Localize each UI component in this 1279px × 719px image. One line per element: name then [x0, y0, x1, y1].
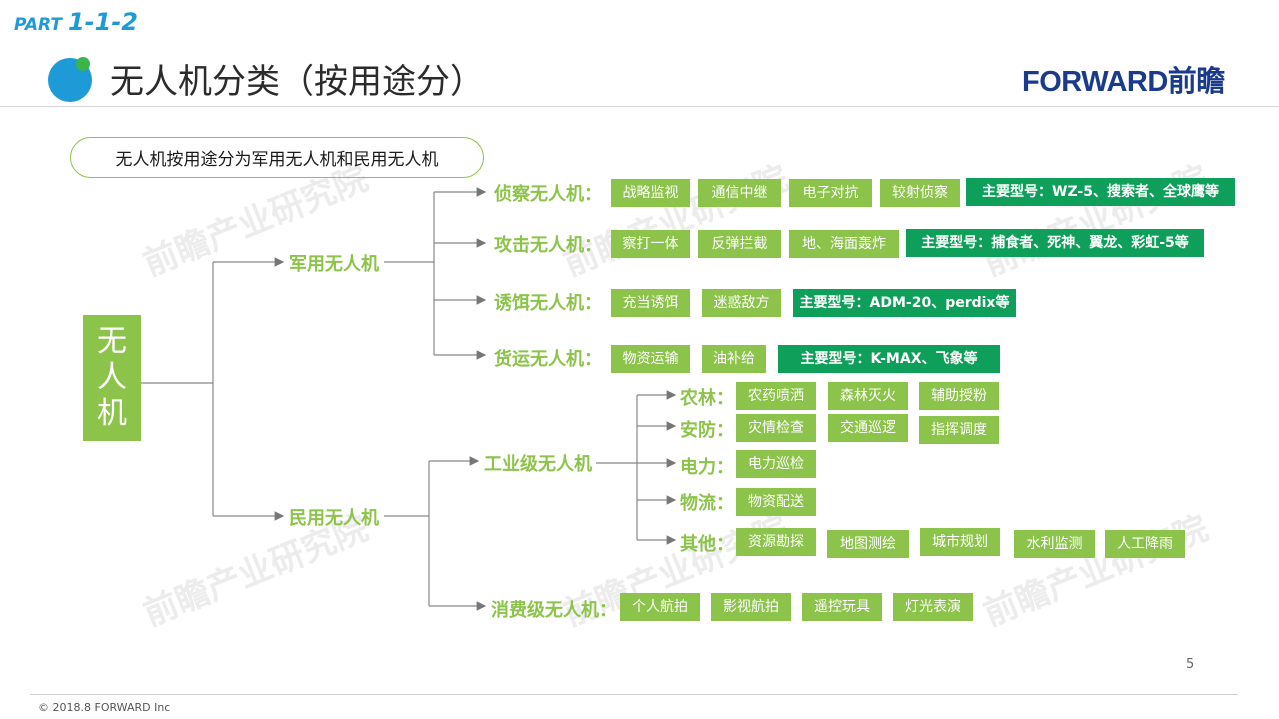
tag: 辅助授粉 — [919, 382, 999, 410]
tag: 农药喷洒 — [736, 382, 816, 410]
tag: 迷惑敌方 — [702, 289, 781, 317]
industrial-uav-node: 工业级无人机 — [484, 454, 592, 475]
copyright: © 2018.8 FORWARD Inc — [38, 701, 171, 714]
model-badge: 主要型号：捕食者、死神、翼龙、彩虹-5等 — [906, 229, 1204, 257]
tag: 水利监测 — [1014, 530, 1095, 558]
tag: 遥控玩具 — [802, 593, 882, 621]
tag: 灾情检查 — [736, 414, 816, 442]
tag: 通信中继 — [698, 179, 781, 207]
tag: 地图测绘 — [827, 530, 909, 558]
tag: 物资配送 — [736, 488, 816, 516]
tag: 地、海面轰炸 — [789, 230, 899, 258]
page-title: 无人机分类（按用途分） — [110, 62, 484, 102]
tag: 交通巡逻 — [828, 414, 908, 442]
footer-divider — [30, 694, 1238, 695]
model-badge: 主要型号：WZ-5、搜索者、全球鹰等 — [966, 178, 1235, 206]
model-badge: 主要型号：K-MAX、飞象等 — [778, 345, 1000, 373]
consumer-uav-label: 消费级无人机： — [491, 600, 617, 621]
attack-uav-label: 攻击无人机： — [494, 235, 602, 256]
intro-callout: 无人机按用途分为军用无人机和民用无人机 — [70, 137, 484, 178]
tag: 充当诱饵 — [611, 289, 690, 317]
copyright-icon: © — [38, 701, 49, 714]
bubble-icon — [48, 57, 92, 102]
tag: 电子对抗 — [789, 179, 872, 207]
tag: 城市规划 — [920, 528, 1000, 556]
civil-uav-node: 民用无人机 — [289, 508, 379, 529]
tag: 人工降雨 — [1105, 530, 1185, 558]
tag: 反弹拦截 — [698, 230, 781, 258]
other-label: 其他： — [680, 534, 734, 555]
model-badge: 主要型号：ADM-20、perdix等 — [793, 289, 1016, 317]
security-label: 安防： — [680, 420, 734, 441]
tag: 灯光表演 — [893, 593, 973, 621]
root-node: 无 人 机 — [83, 315, 141, 441]
tag: 森林灭火 — [828, 382, 908, 410]
tag: 物资运输 — [611, 345, 690, 373]
tag: 指挥调度 — [919, 416, 999, 444]
tag: 较射侦察 — [880, 179, 960, 207]
cargo-uav-label: 货运无人机： — [494, 349, 602, 370]
tag: 电力巡检 — [736, 450, 816, 478]
power-label: 电力： — [680, 457, 734, 478]
tag: 个人航拍 — [620, 593, 700, 621]
tag: 油补给 — [702, 345, 766, 373]
header-divider — [0, 106, 1279, 107]
forward-logo: FORWARD前瞻 — [1022, 66, 1225, 98]
tag: 影视航拍 — [711, 593, 791, 621]
page-number: 5 — [1186, 657, 1195, 672]
tag: 战略监视 — [611, 179, 690, 207]
decoy-uav-label: 诱饵无人机： — [494, 293, 602, 314]
military-uav-node: 军用无人机 — [289, 254, 379, 275]
tag: 察打一体 — [611, 230, 690, 258]
tag: 资源勘探 — [736, 528, 816, 556]
agri-label: 农林： — [680, 388, 734, 409]
logistics-label: 物流： — [680, 493, 734, 514]
recon-uav-label: 侦察无人机： — [494, 184, 602, 205]
